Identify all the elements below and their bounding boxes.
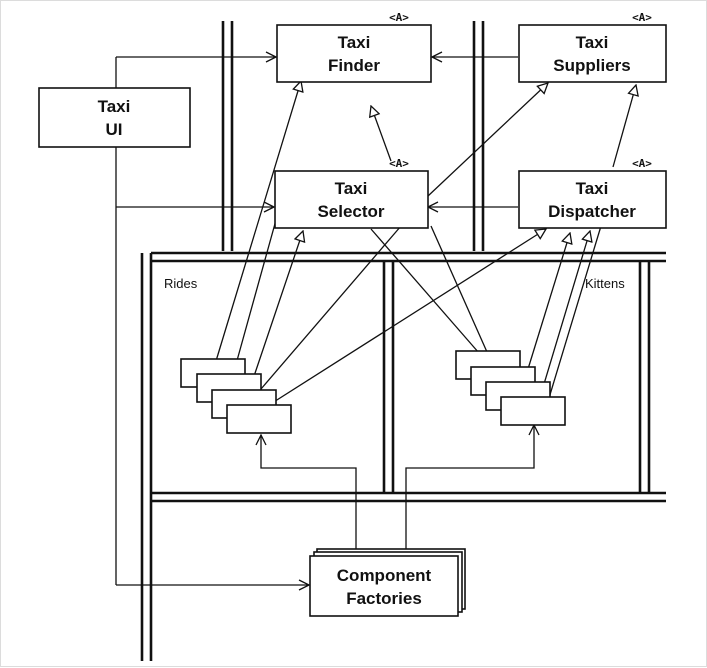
taxi-suppliers-label-line2: Suppliers [553, 56, 630, 75]
taxi-finder-box: Taxi Finder <A> [276, 11, 432, 83]
factory-links [261, 425, 534, 553]
taxi-dispatcher-box: Taxi Dispatcher <A> [518, 157, 667, 229]
abstract-badge: <A> [389, 157, 409, 170]
abstract-badge: <A> [632, 11, 652, 24]
rides-components [180, 358, 292, 434]
taxi-ui-box: Taxi UI [38, 87, 191, 148]
taxi-selector-box: Taxi Selector <A> [274, 157, 429, 229]
abstract-badge: <A> [632, 157, 652, 170]
taxi-finder-label-line1: Taxi [338, 33, 371, 52]
dependency-arrows [371, 57, 636, 207]
taxi-dispatcher-label-line1: Taxi [576, 179, 609, 198]
abstract-badge: <A> [389, 11, 409, 24]
component-factories-label-line2: Factories [346, 589, 422, 608]
component-factories-box: Component Factories [309, 548, 466, 617]
area-label-rides: Rides [164, 276, 198, 291]
kittens-components [455, 350, 566, 426]
component-factories-label-line1: Component [337, 566, 432, 585]
taxi-finder-label-line2: Finder [328, 56, 380, 75]
area-label-kittens: Kittens [585, 276, 625, 291]
kittens-links [370, 225, 602, 399]
taxi-selector-label-line1: Taxi [335, 179, 368, 198]
taxi-suppliers-box: Taxi Suppliers <A> [518, 11, 667, 83]
taxi-selector-label-line2: Selector [317, 202, 384, 221]
taxi-ui-label-line2: UI [106, 120, 123, 139]
taxi-ui-label-line1: Taxi [98, 97, 131, 116]
rides-component-box [226, 404, 292, 434]
taxi-suppliers-label-line1: Taxi [576, 33, 609, 52]
kittens-component-box [500, 396, 566, 426]
taxi-dispatcher-label-line2: Dispatcher [548, 202, 636, 221]
boundary-bars [140, 21, 666, 661]
